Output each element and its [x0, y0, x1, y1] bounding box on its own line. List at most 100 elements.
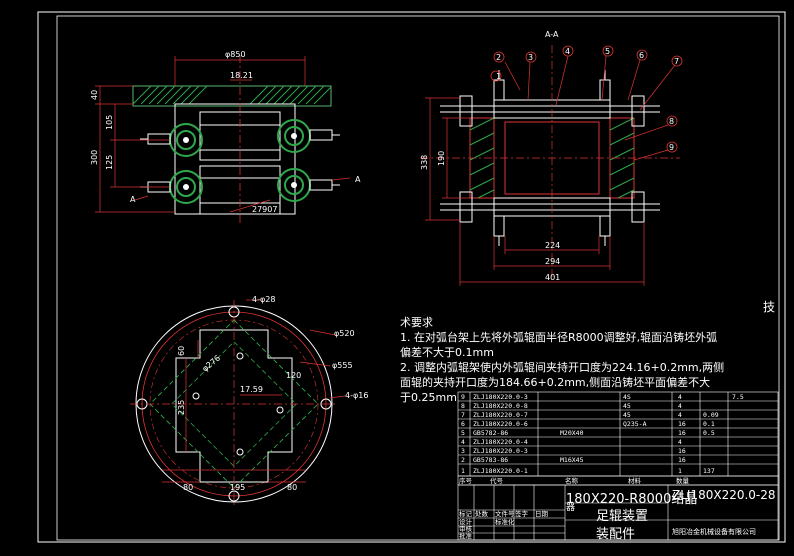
- row-1-qty: 1: [678, 467, 682, 475]
- dim-338: 338: [420, 155, 429, 170]
- section-mark-a-left: A: [130, 195, 136, 204]
- balloon-2: 2: [496, 53, 501, 62]
- dim-17-59: 17.59: [240, 385, 263, 394]
- row-9-code: ZLJ180X220.0-3: [473, 393, 528, 401]
- row-8-mat: 45: [623, 402, 631, 410]
- tech-line-2c: 于0.25mm: [400, 391, 457, 404]
- row-3-qty: 16: [678, 447, 686, 455]
- dim-120: 120: [286, 371, 301, 380]
- tb-file-no: 文件号: [495, 509, 515, 518]
- tech-requirements: 技 术要求 1. 在对弧台架上先将外弧辊面半径R8000调整好,辊面沿铸坯外弧 …: [400, 300, 775, 405]
- row-2-spec: M16X45: [560, 456, 584, 464]
- dim-60-left: 60: [177, 346, 186, 356]
- row-6-qty: 16: [678, 420, 686, 428]
- title-top-2: 器: [566, 503, 576, 513]
- tech-line-2: 2. 调整内弧辊架使内外弧辊间夹持开口度为224.16+0.2mm,两侧: [400, 361, 725, 374]
- row-2-code: GB5783-86: [473, 456, 508, 464]
- row-5-spec: M20X40: [560, 429, 584, 437]
- row-5-qty: 16: [678, 429, 686, 437]
- row-9-no: 9: [461, 393, 465, 401]
- row-7-code: ZLJ180X220.0-7: [473, 411, 528, 419]
- dim-40: 40: [90, 90, 99, 100]
- parts-header: 序号 代号 名称 材料 数量: [457, 475, 779, 486]
- balloon-4: 4: [565, 47, 570, 56]
- section-label: A-A: [545, 30, 559, 39]
- dim-195: 195: [230, 483, 245, 492]
- tech-label-side: 技: [762, 300, 775, 314]
- row-5-unit: 0.5: [703, 429, 715, 437]
- section-mark-a-right: A: [355, 175, 361, 184]
- row-2-no: 2: [461, 456, 465, 464]
- dim-27907: 27907: [252, 205, 277, 214]
- tech-heading: 术要求: [400, 316, 433, 329]
- dim-80-left: 80: [183, 483, 193, 492]
- tb-approve: 批准: [459, 531, 473, 540]
- dim-300: 300: [90, 150, 99, 165]
- dim-holes-16: 4-φ16: [345, 391, 368, 400]
- company-name: 旭阳冶金机械设备有限公司: [672, 528, 756, 536]
- hdr-code: 代号: [490, 476, 504, 485]
- drawing-number: ZLJ180X220.0-28: [672, 488, 776, 502]
- row-6-unit: 0.1: [703, 420, 715, 428]
- title-type: 装配件: [596, 527, 636, 542]
- row-8-no: 8: [461, 402, 465, 410]
- row-5-no: 5: [461, 429, 465, 437]
- dim-235: 235: [177, 400, 186, 415]
- hdr-qty: 数量: [676, 476, 690, 485]
- row-8-qty: 4: [678, 402, 682, 410]
- dim-555: φ555: [332, 361, 353, 370]
- row-8-code: ZLJ180X220.0-8: [473, 402, 528, 410]
- hdr-no: 序号: [459, 476, 473, 485]
- tb-review: 审核: [459, 524, 473, 533]
- hdr-material: 材料: [628, 476, 642, 485]
- row-4-no: 4: [461, 438, 465, 446]
- row-7-no: 7: [461, 411, 465, 419]
- row-3-code: ZLJ180X220.0-3: [473, 447, 528, 455]
- row-6-no: 6: [461, 420, 465, 428]
- parts-table: [457, 391, 779, 477]
- tb-std: 标准化: [495, 517, 515, 526]
- row-7-qty: 4: [678, 411, 682, 419]
- row-4-qty: 4: [678, 438, 682, 446]
- row-3-no: 3: [461, 447, 465, 455]
- row-9-qty: 4: [678, 393, 682, 401]
- dim-850: φ850: [225, 50, 246, 59]
- balloon-8: 8: [669, 117, 674, 126]
- row-7-unit: 0.09: [703, 411, 719, 419]
- row-5-code: GB5782-86: [473, 429, 508, 437]
- title-block-grid: [457, 484, 779, 541]
- dim-105: 105: [105, 115, 114, 130]
- title-top: 180X220-R8000结晶: [566, 492, 698, 507]
- balloon-5: 5: [605, 47, 610, 56]
- front-view: [95, 55, 351, 225]
- row-6-mat: Q235-A: [623, 420, 647, 428]
- dim-401: 401: [545, 273, 560, 282]
- hdr-name: 名称: [565, 476, 579, 485]
- balloon-9: 9: [669, 143, 674, 152]
- row-2-qty: 16: [678, 456, 686, 464]
- dim-520: φ520: [334, 329, 355, 338]
- bottom-view: [130, 299, 346, 508]
- title-name: 足辊装置: [596, 509, 649, 524]
- side-view: [420, 45, 683, 286]
- dim-190: 190: [437, 151, 446, 166]
- row-9-mat: 4S: [623, 393, 631, 401]
- tech-line-2b: 面辊的夹持开口度为184.66+0.2mm,侧面沿铸坯平面偏差不大: [400, 376, 711, 389]
- balloon-1: 1: [496, 72, 501, 81]
- row-9-wt: 7.5: [732, 393, 744, 401]
- row-1-code: ZLJ180X220.0-1: [473, 467, 528, 475]
- balloon-6: 6: [639, 51, 644, 60]
- parts-rows: 9 ZLJ180X220.0-3 4S 4 7.5 8 ZLJ180X220.0…: [461, 393, 744, 475]
- balloon-3: 3: [528, 53, 533, 62]
- outer-frame: [37, 11, 786, 543]
- dim-125: 125: [105, 155, 114, 170]
- tb-date: 日期: [535, 510, 549, 518]
- row-6-code: ZLJ180X220.0-6: [473, 420, 528, 428]
- inner-frame: [56, 15, 780, 541]
- dim-224: 224: [545, 241, 560, 250]
- tb-design: 设计: [459, 517, 473, 526]
- row-4-code: ZLJ180X220.0-4: [473, 438, 528, 446]
- dim-holes-28: 4-φ28: [252, 295, 275, 304]
- row-1-no: 1: [461, 467, 465, 475]
